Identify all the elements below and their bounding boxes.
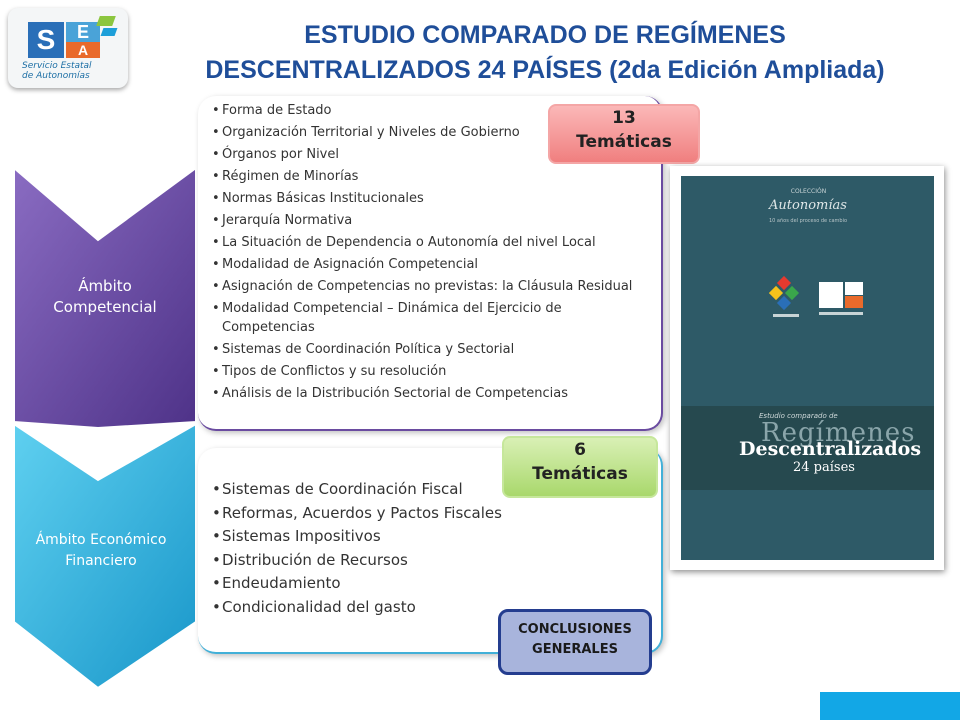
book-title-small: Estudio comparado de: [759, 412, 838, 420]
list-item: Modalidad de Asignación Competencial: [212, 255, 637, 274]
list-item: Jerarquía Normativa: [212, 211, 637, 230]
list-item: Organización Territorial y Niveles de Go…: [212, 123, 637, 142]
list-item: Reformas, Acuerdos y Pactos Fiscales: [212, 503, 642, 524]
book-cover: COLECCIÓN Autonomías 10 años del proceso…: [681, 176, 934, 560]
list-item: Órganos por Nivel: [212, 145, 637, 164]
section-label-economico: Ámbito Económico Financiero: [35, 532, 167, 569]
logo-letter-s: S: [36, 24, 56, 55]
sea-logo: S E A Servicio Estatal de Autonomías: [8, 8, 128, 88]
logo-s-block: S: [28, 22, 64, 58]
list-item: Sistemas Impositivos: [212, 526, 642, 547]
section-label-competencial: Ámbito Competencial: [53, 277, 157, 316]
list-item: Régimen de Minorías: [212, 167, 637, 186]
badge-label: Temáticas: [576, 132, 672, 152]
logo-e-block: E: [66, 22, 100, 42]
list-item: Condicionalidad del gasto: [212, 597, 642, 618]
corner-accent-bar: [820, 692, 960, 720]
book-title-main: Descentralizados: [739, 438, 922, 460]
section-chevrons: [13, 165, 197, 690]
book-title-sub: 24 países: [793, 460, 855, 475]
list-item: Tipos de Conflictos y su resolución: [212, 362, 637, 381]
list-item: Endeudamiento: [212, 573, 642, 594]
page-title: ESTUDIO COMPARADO DE REGÍMENES DESCENTRA…: [140, 18, 950, 88]
book-sea-logo-icon: [819, 282, 863, 315]
chevron-competencial: [13, 165, 197, 430]
logo-accent-green: [96, 16, 116, 26]
competencial-count-badge: 13 Temáticas: [548, 104, 700, 164]
economico-items-list: Sistemas de Coordinación Fiscal Reformas…: [212, 479, 642, 621]
list-item: Distribución de Recursos: [212, 550, 642, 571]
book-collection-label: COLECCIÓN: [790, 188, 827, 195]
conclusions-line-1: CONCLUSIONES: [518, 622, 632, 637]
list-item: Normas Básicas Institucionales: [212, 189, 637, 208]
title-line-2: DESCENTRALIZADOS 24 PAÍSES (2da Edición …: [205, 56, 885, 84]
list-item: Análisis de la Distribución Sectorial de…: [212, 384, 637, 403]
logo-tagline-2: de Autonomías: [22, 71, 90, 81]
logo-a-block: A: [66, 42, 100, 58]
book-collection-name: Autonomías: [769, 198, 847, 213]
conclusions-line-2: GENERALES: [532, 642, 618, 657]
book-title-big: Regímenes: [761, 418, 916, 448]
list-item: Sistemas de Coordinación Política y Sect…: [212, 340, 637, 359]
conclusions-button[interactable]: CONCLUSIONES GENERALES: [498, 609, 652, 675]
economico-count-badge: 6 Temáticas: [502, 436, 658, 498]
logo-letter-a: A: [77, 42, 89, 58]
title-line-1: ESTUDIO COMPARADO DE REGÍMENES: [304, 21, 786, 49]
list-item: Sistemas de Coordinación Fiscal: [212, 479, 642, 500]
competencial-items-list: Forma de Estado Organización Territorial…: [212, 101, 637, 406]
logo-letter-e: E: [76, 22, 89, 42]
book-title-band: [681, 406, 934, 490]
badge-label: Temáticas: [532, 464, 628, 484]
list-item: Asignación de Competencias no previstas:…: [212, 277, 637, 296]
ministry-logo-icon: [769, 276, 800, 317]
list-item: Forma de Estado: [212, 101, 637, 120]
list-item: Modalidad Competencial – Dinámica del Ej…: [212, 299, 637, 337]
logo-tagline-1: Servicio Estatal: [22, 61, 92, 71]
chevron-economico: [13, 422, 197, 690]
book-collection-subtitle: 10 años del proceso de cambio: [768, 218, 848, 224]
badge-count: 13: [612, 108, 636, 128]
list-item: La Situación de Dependencia o Autonomía …: [212, 233, 637, 252]
badge-count: 6: [574, 440, 586, 460]
logo-accent-blue: [100, 28, 118, 36]
